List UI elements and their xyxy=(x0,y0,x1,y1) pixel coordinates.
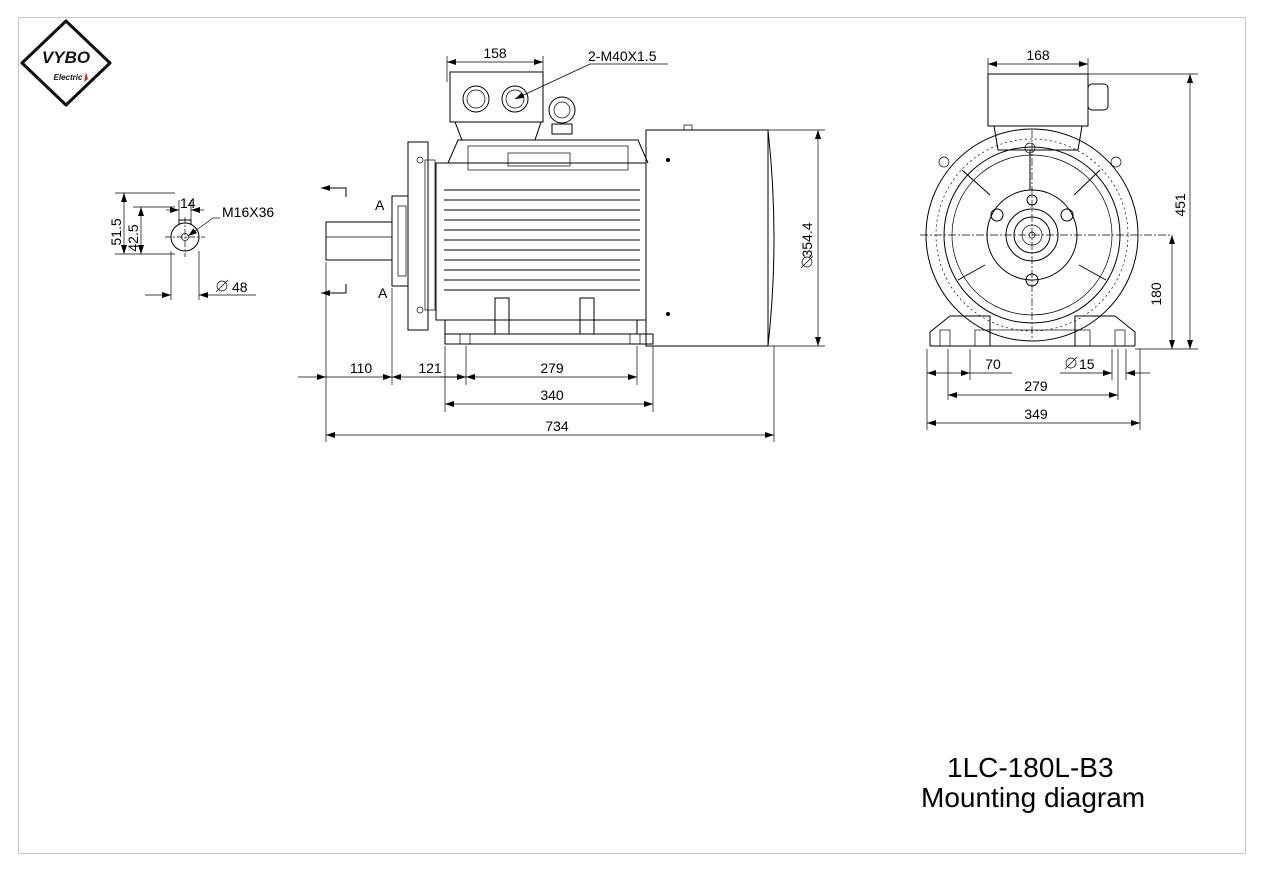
cable-gland-label: 2-M40X1.5 xyxy=(588,48,657,64)
logo-subtitle: Electric xyxy=(54,73,83,82)
section-label-top: A xyxy=(375,197,385,213)
model-title: 1LC-180L-B3 xyxy=(947,752,1114,783)
thread-label: M16X36 xyxy=(222,204,274,220)
shoulder-to-foot-label: 121 xyxy=(418,360,442,376)
terminal-box-width-label: 158 xyxy=(483,45,507,61)
logo-bolt-icon xyxy=(84,72,88,82)
diagram-caption: Mounting diagram xyxy=(921,782,1146,813)
shaft-length-label: 110 xyxy=(350,360,373,376)
height-42-5-label: 42.5 xyxy=(125,224,141,251)
hole-spacing-label: 279 xyxy=(1024,378,1048,394)
base-width-label: 349 xyxy=(1024,406,1048,422)
brand-logo: VYBO Electric xyxy=(20,19,112,107)
section-label-bottom: A xyxy=(378,285,388,301)
foot-width-label: 70 xyxy=(985,356,1001,372)
overall-length-label: 734 xyxy=(545,418,569,434)
overall-height-label: 451 xyxy=(1172,193,1188,217)
frame-diameter-label: 354.4 xyxy=(799,222,815,257)
height-51-5-label: 51.5 xyxy=(108,218,124,245)
drawing-frame xyxy=(18,17,1246,854)
side-view: A A xyxy=(298,45,825,442)
keyway-width-label: 14 xyxy=(180,195,196,211)
front-view: 168 451 180 70 15 279 349 xyxy=(920,47,1198,430)
cooling-fins xyxy=(444,189,640,291)
front-terminal-box-width-label: 168 xyxy=(1026,47,1050,63)
shaft-diameter-label: 48 xyxy=(232,279,248,295)
shaft-end-view: 14 51.5 42.5 M16X36 48 xyxy=(108,192,274,300)
logo-wordmark: VYBO xyxy=(42,48,90,67)
hole-diameter-label: 15 xyxy=(1079,356,1095,372)
foot-hole-spacing-label: 279 xyxy=(540,360,564,376)
foot-length-label: 340 xyxy=(540,387,564,403)
shaft-height-label: 180 xyxy=(1148,282,1164,306)
